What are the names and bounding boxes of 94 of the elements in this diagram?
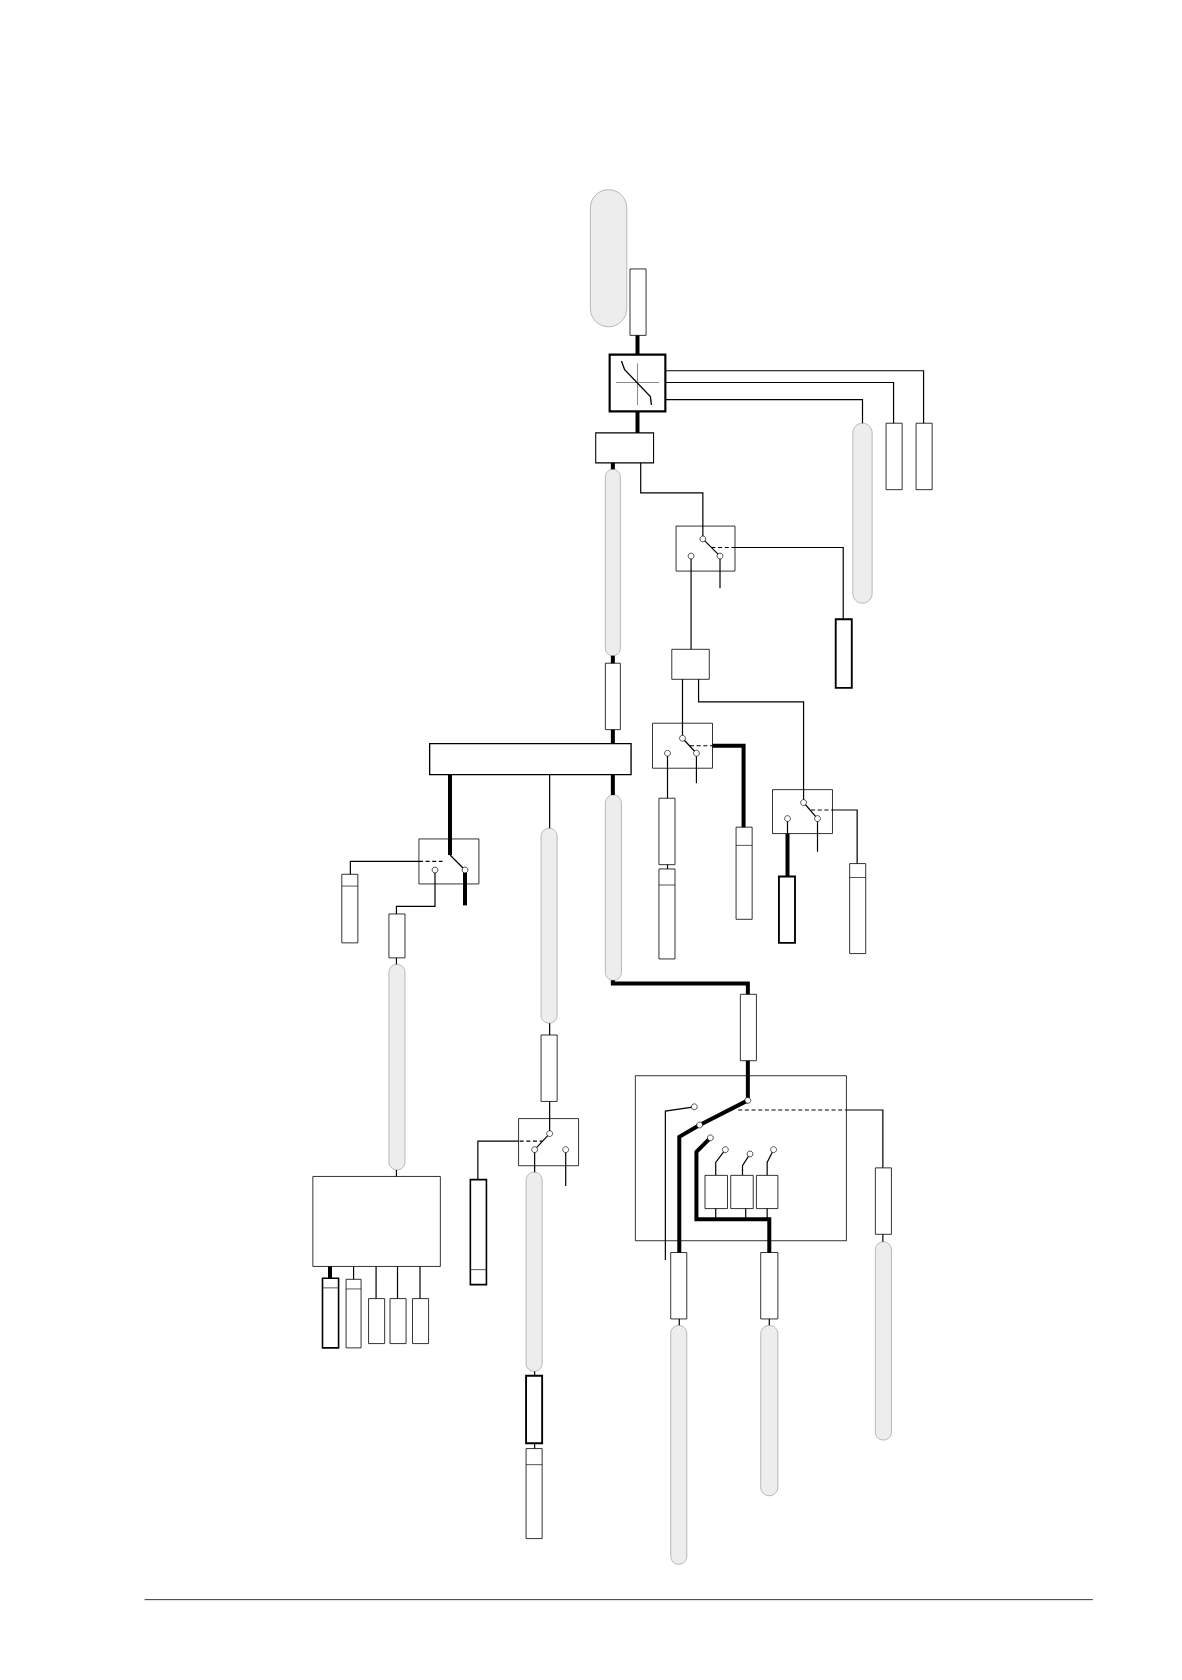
connector-line: [664, 399, 864, 424]
connector-line: [785, 833, 790, 877]
connector-line: [610, 774, 615, 795]
component-box: [658, 868, 676, 960]
connector-line: [395, 957, 398, 965]
component-box: [525, 1374, 544, 1445]
component-box: [389, 1298, 407, 1344]
connector-line: [328, 1266, 333, 1279]
component-box: [412, 1298, 430, 1344]
connector-line: [419, 1265, 421, 1300]
switch-panel: [635, 1075, 848, 1261]
component-box: [670, 1252, 688, 1320]
connector-line: [640, 462, 704, 527]
component-box: [605, 662, 621, 731]
connector-line: [610, 655, 615, 664]
component-box: [341, 873, 359, 944]
component-box: [756, 1174, 779, 1209]
component-box: [629, 268, 647, 336]
connector-line: [549, 1100, 551, 1120]
connector-line: [767, 1240, 772, 1253]
rounded-bar: [388, 963, 406, 1171]
connector-line: [549, 774, 551, 829]
connector-line: [768, 1318, 770, 1326]
component-box: [321, 1277, 340, 1349]
switch-box: [675, 525, 736, 589]
component-box: [671, 648, 710, 680]
component-box: [834, 618, 853, 689]
connector-line: [610, 729, 615, 744]
rounded-bar: [605, 468, 621, 657]
connector-line: [349, 860, 420, 875]
component-box: [885, 422, 903, 491]
component-box: [730, 1174, 754, 1209]
component-box: [658, 797, 676, 866]
connector-line: [882, 1233, 884, 1243]
rounded-bar: [760, 1325, 779, 1497]
connector-line: [635, 335, 640, 355]
connector-line: [395, 883, 436, 915]
component-box: [345, 1278, 362, 1349]
connector-line: [845, 1109, 884, 1169]
converter-box: [608, 353, 667, 413]
connector-line: [635, 411, 640, 433]
rounded-bar: [525, 1171, 543, 1372]
connector-line: [549, 1022, 551, 1036]
rounded-bar: [605, 794, 622, 981]
connector-line: [745, 1060, 750, 1076]
connector-line: [395, 1169, 398, 1178]
connector-line: [766, 1208, 770, 1254]
connector-line: [477, 1140, 520, 1181]
component-box: [469, 1178, 488, 1286]
component-box: [525, 1448, 543, 1539]
connector-line: [712, 743, 746, 828]
switch-box: [418, 838, 480, 906]
component-box: [849, 863, 867, 954]
switch-box: [652, 722, 714, 784]
connector-line: [534, 1442, 536, 1450]
connector-line: [610, 462, 615, 470]
connector-line: [397, 1265, 399, 1300]
connector-line: [677, 1240, 682, 1253]
panel-box: [312, 1176, 441, 1267]
connector-line: [667, 864, 669, 870]
connector-line: [690, 570, 692, 650]
connector-line: [682, 678, 684, 724]
connector-line: [664, 381, 895, 424]
component-box: [778, 875, 797, 944]
switch-box: [772, 789, 834, 853]
connector-line: [353, 1265, 355, 1280]
component-box: [540, 1034, 558, 1102]
component-box: [875, 1167, 892, 1235]
connector-line: [610, 980, 750, 995]
component-box: [595, 432, 655, 464]
component-box: [740, 993, 757, 1062]
connector-line: [698, 678, 805, 791]
rounded-bar: [590, 189, 628, 328]
switch-box: [518, 1118, 580, 1187]
connector-line: [375, 1265, 377, 1300]
connector-line: [832, 809, 858, 865]
connector-line: [448, 774, 453, 839]
connector-line: [678, 1318, 680, 1326]
connector-line: [534, 1370, 536, 1377]
rounded-bar: [540, 827, 558, 1024]
connector-line: [534, 1165, 536, 1173]
component-box: [760, 1252, 779, 1320]
busbar-box: [429, 742, 632, 776]
component-box: [704, 1174, 728, 1209]
component-box: [368, 1298, 386, 1344]
connector-line: [734, 546, 844, 620]
component-box: [388, 913, 406, 959]
component-box: [735, 826, 753, 920]
connector-line: [664, 370, 925, 424]
component-box: [915, 422, 933, 491]
rounded-bar: [670, 1325, 688, 1565]
rounded-bar: [875, 1241, 892, 1441]
connector-line: [667, 767, 669, 799]
rounded-bar: [852, 422, 873, 604]
